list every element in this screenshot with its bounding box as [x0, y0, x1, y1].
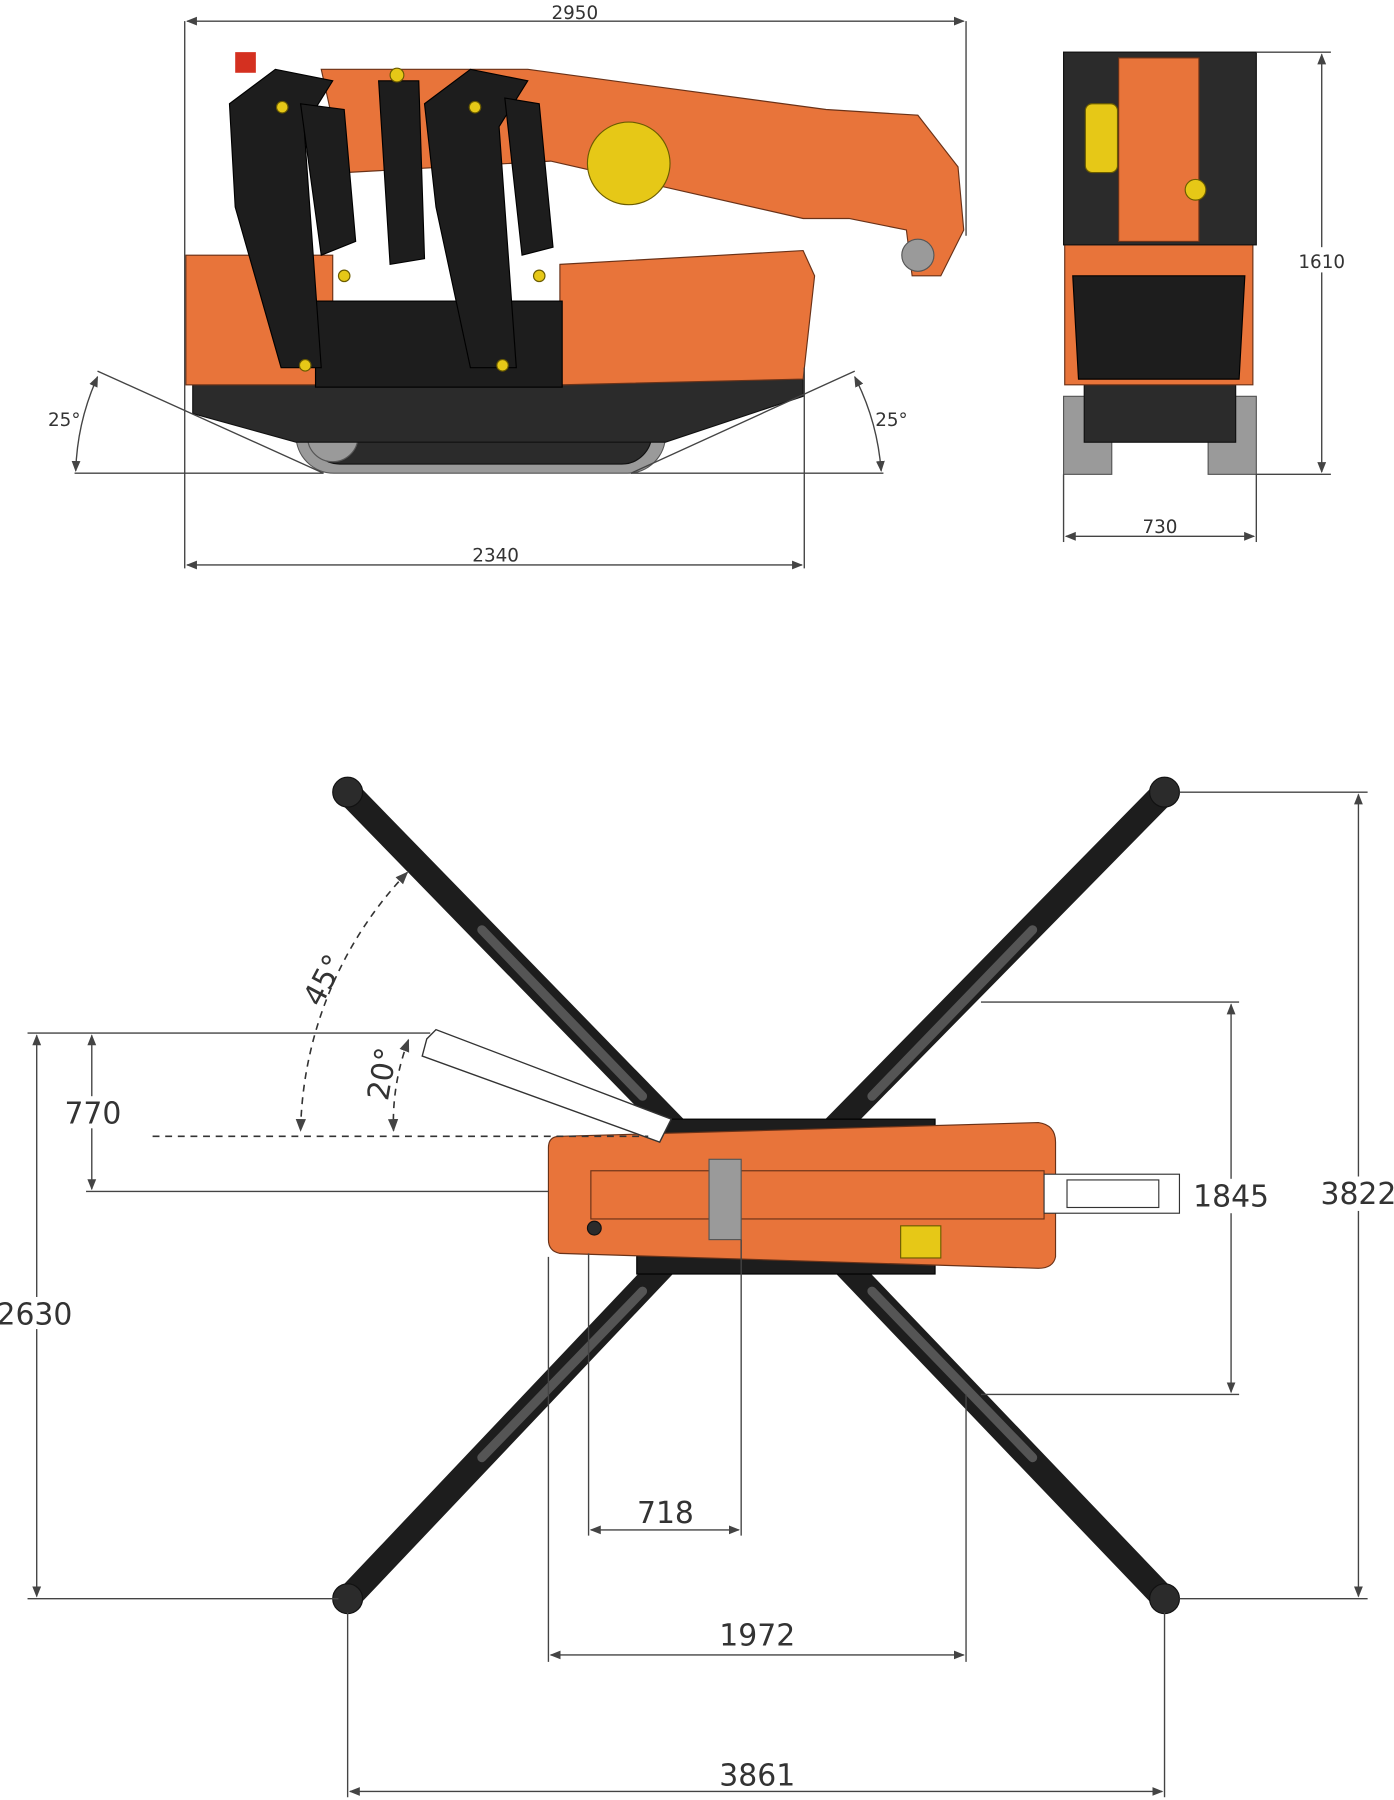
width-label: 730 — [1142, 517, 1177, 538]
outrigger-span-x-label: 3861 — [719, 1759, 795, 1794]
height-label: 1610 — [1298, 252, 1345, 273]
boom-top — [590, 1170, 1045, 1220]
side-view: 2950 2340 25° 25° — [48, 3, 967, 570]
outrigger-pad — [1149, 776, 1181, 808]
right-approach-angle-label: 25° — [875, 410, 908, 431]
body-span-x-label: 1972 — [719, 1619, 795, 1654]
outrigger-leg — [504, 97, 554, 256]
outrigger-pad — [1149, 1583, 1181, 1615]
outrigger-leg — [228, 68, 334, 369]
outrigger-pad — [332, 776, 364, 808]
counterweight-housing — [559, 250, 816, 386]
front-view: 1610 730 — [1062, 51, 1347, 543]
track-gauge-label: 718 — [637, 1496, 694, 1531]
slewed-boom-outline — [421, 1028, 673, 1143]
top-view: 45° 20° 770 2630 1845 3822 718 1972 3861 — [0, 776, 1394, 1798]
slew-angle-max-label: 45° — [296, 949, 352, 1012]
outrigger-leg — [299, 103, 357, 257]
half-span-left-label: 2630 — [0, 1298, 72, 1333]
slew-angle-min-label: 20° — [361, 1045, 405, 1103]
hydraulic-reel — [586, 121, 671, 206]
offset-label: 770 — [64, 1097, 121, 1132]
outrigger-leg — [423, 68, 529, 369]
body-span-y-label: 1845 — [1193, 1179, 1269, 1214]
left-approach-angle-label: 25° — [48, 410, 81, 431]
overall-length-label: 2950 — [551, 3, 598, 24]
track-length-label: 2340 — [472, 546, 519, 567]
outrigger-span-y-label: 3822 — [1320, 1177, 1394, 1212]
outrigger-leg — [378, 80, 426, 266]
